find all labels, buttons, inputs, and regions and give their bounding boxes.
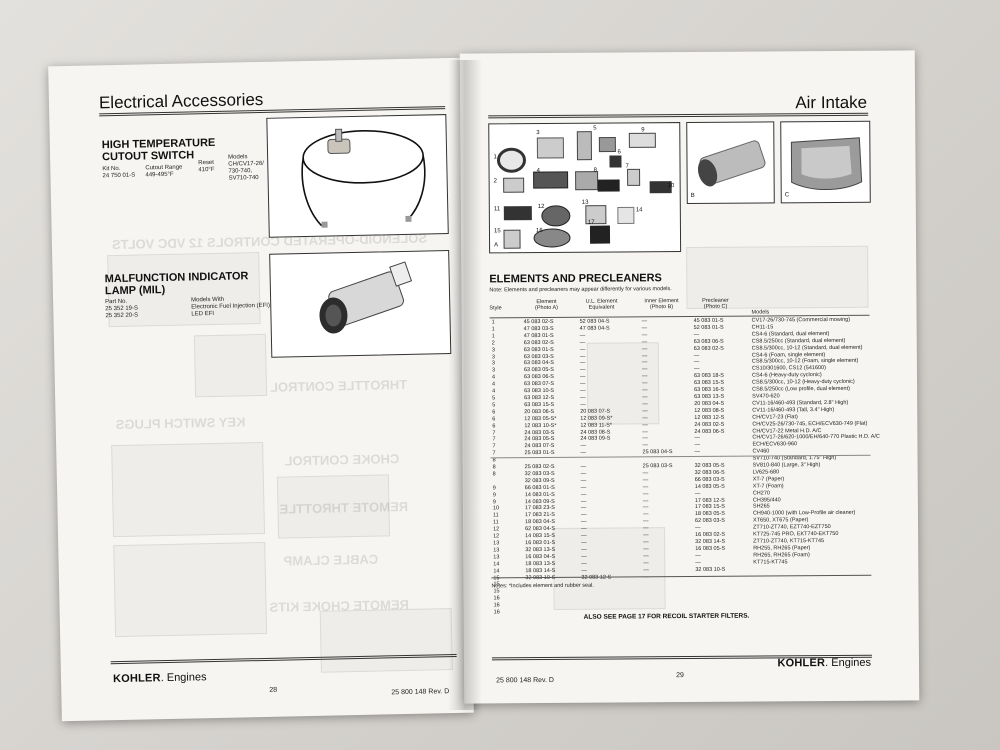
- right-page-number: 29: [676, 672, 684, 680]
- ghost-box: [319, 608, 453, 673]
- ghost-box: [111, 441, 266, 538]
- photo-label-b: B: [690, 192, 695, 199]
- table-col-inner: — — — — — — — — — — — — — — — — — — — 25…: [641, 318, 673, 580]
- inner-element-icon: [697, 140, 766, 187]
- htc-kit-value: 24 750 01-S: [102, 172, 136, 180]
- photo-callout: 3: [536, 130, 540, 137]
- col-header-ul: U.L. Element Equivalent: [585, 298, 618, 311]
- air-filter-elements-icon: [496, 131, 672, 249]
- photo-callout: 17: [587, 219, 595, 226]
- right-title-rule: [488, 112, 869, 119]
- mil-lamp-photo: [269, 250, 452, 358]
- ghost-heading: THROTTLE CONTROL: [269, 376, 408, 395]
- table-col-ul: 52 083 04-S 47 083 04-S — — — — — — — — …: [579, 318, 613, 581]
- cutout-switch-wire-icon: [301, 128, 426, 228]
- photo-callout: 5: [593, 125, 597, 132]
- ghost-heading: KEY SWITCH PLUGS: [115, 414, 246, 433]
- photo-callout: 7: [625, 163, 629, 170]
- col-header-precleaner: Precleaner (Photo C): [702, 297, 729, 310]
- htc-reset-value: 410°F: [198, 166, 215, 174]
- right-page: Air Intake 1 2 3 4 5 6: [459, 50, 920, 704]
- indicator-lamp-icon: [319, 261, 413, 334]
- photo-callout: 10: [667, 183, 675, 190]
- mil-models-value: LED EFI: [191, 310, 215, 318]
- ghost-heading: CABLE CLAMP: [283, 551, 379, 569]
- table-col-precleaner: 45 083 01-S 52 083 01-S — 63 083 06-S 63…: [693, 317, 726, 573]
- kohler-logo: KOHLER. Engines: [777, 656, 872, 670]
- col-header-inner: Inner Element (Photo B): [644, 298, 679, 311]
- photo-callout: 6: [617, 149, 621, 156]
- htc-cutout-value: 449-495°F: [145, 171, 174, 179]
- htc-switch-photo: [266, 114, 449, 238]
- photo-callout: 4: [536, 168, 540, 175]
- left-rev-code: 25 800 148 Rev. D: [391, 688, 450, 697]
- kohler-logo: KOHLER. Engines: [112, 671, 207, 686]
- table-col-element: 45 083 02-S 47 083 03-S 47 083 01-S 63 0…: [523, 318, 557, 581]
- photo-callout: 1: [493, 154, 497, 161]
- photo-callout: 8: [593, 167, 597, 174]
- ghost-box: [276, 474, 391, 539]
- photo-callout: 14: [635, 207, 643, 214]
- photo-label-c: C: [784, 192, 790, 199]
- elements-note: Note: Elements and precleaners may appea…: [489, 286, 672, 294]
- photo-callout: 15: [493, 228, 501, 235]
- left-page-number: 28: [269, 686, 278, 694]
- photo-a-elements: 1 2 3 4 5 6 7 8 9 10 11 12 13 14 15 16 1…: [488, 122, 682, 254]
- photo-callout: 12: [537, 204, 545, 211]
- photo-callout: 13: [581, 199, 589, 206]
- table-col-models: CV17-26/730-745 (Commercial mowing) CH11…: [751, 316, 880, 566]
- ghost-box: [113, 541, 268, 638]
- htc-models-value: SV710-740: [228, 175, 259, 182]
- precleaner-icon: [790, 137, 863, 190]
- left-page: Electrical Accessories SOLENOID-OPERATED…: [48, 57, 474, 722]
- right-rev-code: 25 800 148 Rev. D: [496, 676, 554, 685]
- also-see-note: ALSO SEE PAGE 17 FOR RECOIL STARTER FILT…: [583, 612, 750, 621]
- elements-section-title: ELEMENTS AND PRECLEANERS: [489, 272, 662, 286]
- table-notes: Notes: *Includes element and rubber seal…: [491, 582, 594, 590]
- photo-b-inner-element: B: [686, 121, 775, 205]
- photo-callout: 16: [535, 228, 543, 235]
- ghost-heading: CHOKE CONTROL: [284, 451, 400, 469]
- photo-callout: 11: [493, 206, 501, 213]
- right-page-title: Air Intake: [795, 92, 868, 113]
- photo-label-a: A: [494, 242, 499, 249]
- photo-c-precleaner: C: [780, 120, 871, 204]
- col-header-element: Element (Photo A): [535, 298, 559, 312]
- ghost-box: [193, 333, 268, 398]
- table-col-style: 1 1 1 2 3 3 3 3 4 4 4 5 5 6 6 6 7 7 7 7 …: [491, 319, 500, 616]
- photo-callout: 9: [641, 127, 645, 134]
- mil-section-title: MALFUNCTION INDICATOR LAMP (MIL): [104, 270, 249, 298]
- col-header-style: Style: [489, 305, 502, 312]
- photo-callout: 2: [493, 178, 497, 185]
- mil-part-value: 25 352 20-S: [105, 312, 139, 320]
